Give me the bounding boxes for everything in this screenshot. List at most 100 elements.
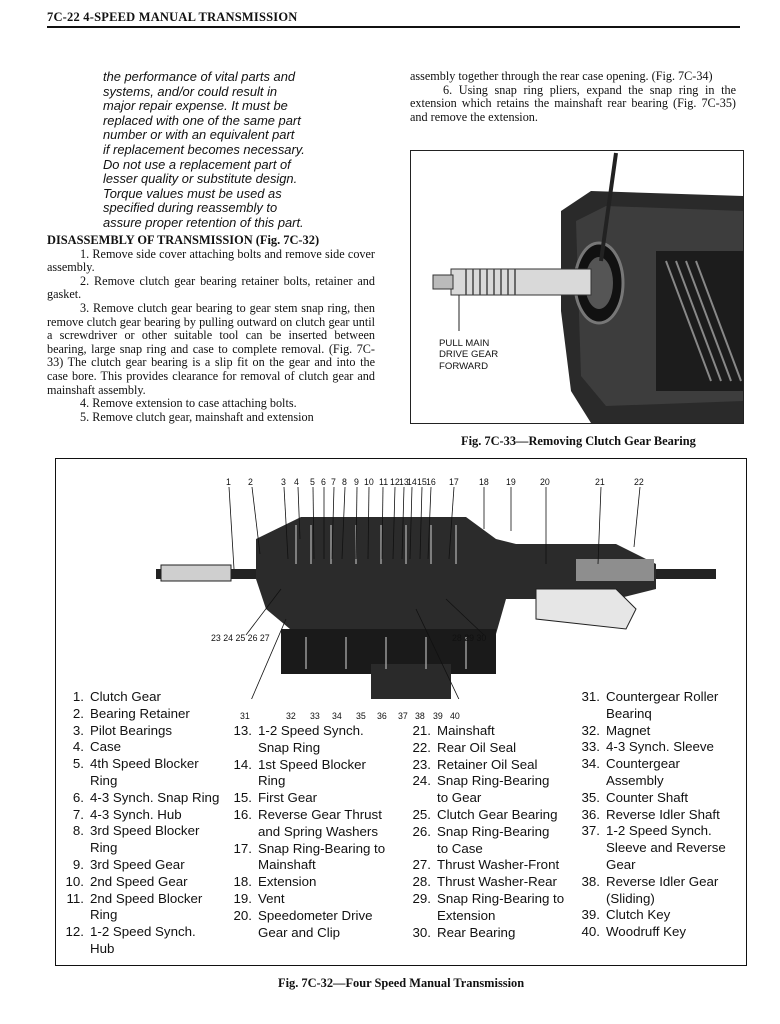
fig-33-caption: Fig. 7C-33—Removing Clutch Gear Bearing xyxy=(461,434,696,448)
legend-number: 3. xyxy=(72,722,84,738)
legend-number: 9. xyxy=(72,856,84,872)
legend-item: 17. Snap Ring-Bearing to Mainshaft xyxy=(228,841,408,875)
callouts-23-27: 23 24 25 26 27 xyxy=(211,633,270,643)
callout-16: 16 xyxy=(426,477,436,487)
legend-text: Rear Oil Seal xyxy=(437,739,517,755)
callout-6: 6 xyxy=(321,477,326,487)
callout-1: 1 xyxy=(226,477,231,487)
legend-text: 1-2 Speed Synch. Snap Ring xyxy=(258,723,364,755)
caution-line: Do not use a replacement part of xyxy=(103,156,291,172)
legend-number: 22. xyxy=(412,739,432,755)
legend-text: 3rd Speed Gear xyxy=(90,856,185,872)
step-5-continued: assembly together through the rear case … xyxy=(410,69,713,83)
legend-text: Thrust Washer-Rear xyxy=(437,874,557,890)
caution-line: lesser quality or substitute design. xyxy=(103,171,298,187)
legend-text: 4-3 Synch. Snap Ring xyxy=(90,789,220,805)
legend-number: 2. xyxy=(72,705,84,721)
header-rule xyxy=(47,26,740,28)
transmission-cutaway-illustration xyxy=(156,486,716,699)
step-3: 3. Remove clutch gear bearing to gear st… xyxy=(47,300,375,397)
legend-text: Pilot Bearings xyxy=(90,722,173,738)
fig-32-frame: 1 2 3 4 5 6 7 8 9 10 11 12 13 14 15 16 1… xyxy=(55,458,747,966)
legend-number: 37. xyxy=(581,823,601,839)
legend-text: Snap Ring-Bearing to Gear xyxy=(437,773,550,806)
legend-item: 25.Clutch Gear Bearing xyxy=(407,807,582,824)
callout-13: 13 xyxy=(399,477,409,487)
legend-text: 4-3 Synch. Hub xyxy=(90,806,182,822)
callout-34: 34 xyxy=(332,711,342,721)
legend-text: Snap Ring-Bearing to Extension xyxy=(437,890,565,923)
legend-number: 17. xyxy=(233,840,253,856)
legend-item: 21.Mainshaft xyxy=(407,723,582,740)
legend-item: 8.3rd Speed Blocker Ring xyxy=(60,823,235,857)
legend-number: 15. xyxy=(233,790,253,806)
legend-number: 7. xyxy=(72,806,84,822)
legend-number: 6. xyxy=(72,789,84,805)
legend-text: Clutch Gear Bearing xyxy=(437,806,558,822)
legend-number: 30. xyxy=(412,924,432,940)
transmission-case-illustration xyxy=(432,152,743,423)
legend-item: 27.Thrust Washer-Front xyxy=(407,857,582,874)
caution-line: assure proper retention of this part. xyxy=(103,214,304,230)
legend-item: 29. Snap Ring-Bearing to Extension xyxy=(407,891,582,925)
legend-number: 32. xyxy=(581,722,601,738)
legend-number: 40. xyxy=(581,924,601,940)
legend-number: 38. xyxy=(581,873,601,889)
legend-item: 40. Woodruff Key xyxy=(576,924,744,941)
legend-text: Case xyxy=(90,739,122,755)
legend-item: 20.Speedometer Drive Gear and Clip xyxy=(228,908,408,942)
callout-18: 18 xyxy=(479,477,489,487)
callout-19: 19 xyxy=(506,477,516,487)
legend-text: Bearing Retainer xyxy=(90,705,190,721)
callout-8: 8 xyxy=(342,477,347,487)
callout-40: 40 xyxy=(450,711,460,721)
legend-number: 4. xyxy=(72,739,84,755)
legend-text: 4th Speed Blocker Ring xyxy=(90,756,199,788)
legend-item: 30.Rear Bearing xyxy=(407,925,582,942)
legend-column-2: 13.1-2 Speed Synch. Snap Ring 14.1st Spe… xyxy=(228,723,408,941)
legend-item: 33.4-3 Synch. Sleeve xyxy=(576,739,744,756)
legend-number: 11. xyxy=(66,890,85,906)
legend-text: Woodruff Key xyxy=(606,924,687,940)
legend-number: 8. xyxy=(72,823,84,839)
callout-38: 38 xyxy=(415,711,425,721)
callout-3: 3 xyxy=(281,477,286,487)
legend-item: 31.Countergear Roller Bearinq xyxy=(576,689,744,723)
callout-17: 17 xyxy=(449,477,459,487)
legend-item: 22. Rear Oil Seal xyxy=(407,740,582,757)
callout-14: 14 xyxy=(407,477,417,487)
legend-item: 38. Reverse Idler Gear (Sliding) xyxy=(576,874,744,908)
callout-15: 15 xyxy=(417,477,427,487)
callout-39: 39 xyxy=(433,711,443,721)
legend-text: Thrust Washer-Front xyxy=(437,857,560,873)
legend-number: 18. xyxy=(233,874,253,890)
legend-item: 1.Clutch Gear xyxy=(60,689,235,706)
legend-text: 1-2 Speed Synch. Hub xyxy=(90,924,196,956)
legend-number: 31. xyxy=(581,689,601,704)
legend-text: Magnet xyxy=(606,722,651,738)
legend-text: Snap Ring-Bearing to Mainshaft xyxy=(258,840,386,873)
legend-item: 13.1-2 Speed Synch. Snap Ring xyxy=(228,723,408,757)
legend-text: Retainer Oil Seal xyxy=(437,756,538,772)
legend-number: 29. xyxy=(412,890,432,906)
legend-item: 16.Reverse Gear Thrust and Spring Washer… xyxy=(228,807,408,841)
section-heading: DISASSEMBLY OF TRANSMISSION (Fig. 7C-32) xyxy=(47,233,320,247)
callout-33: 33 xyxy=(310,711,320,721)
step-5: 5. Remove clutch gear, mainshaft and ext… xyxy=(80,409,314,424)
caution-line: Torque values must be used as xyxy=(103,185,282,201)
step-4: 4. Remove extension to case attaching bo… xyxy=(80,396,297,411)
legend-number: 5. xyxy=(72,756,84,772)
legend-text: Extension xyxy=(258,874,317,890)
legend-text: Countergear Assembly xyxy=(606,756,680,788)
legend-item: 23.Retainer Oil Seal xyxy=(407,757,582,774)
callout-35: 35 xyxy=(356,711,366,721)
callout-5: 5 xyxy=(310,477,315,487)
callout-37: 37 xyxy=(398,711,408,721)
callout-12: 12 xyxy=(390,477,400,487)
legend-text: Reverse Idler Gear (Sliding) xyxy=(606,873,719,906)
legend-number: 19. xyxy=(233,890,253,906)
legend-item: 4. Case xyxy=(60,739,235,756)
callouts-28-30: 28 29 30 xyxy=(452,633,487,643)
callout-10: 10 xyxy=(364,477,374,487)
disassembly-section: DISASSEMBLY OF TRANSMISSION (Fig. 7C-32)… xyxy=(47,233,375,424)
